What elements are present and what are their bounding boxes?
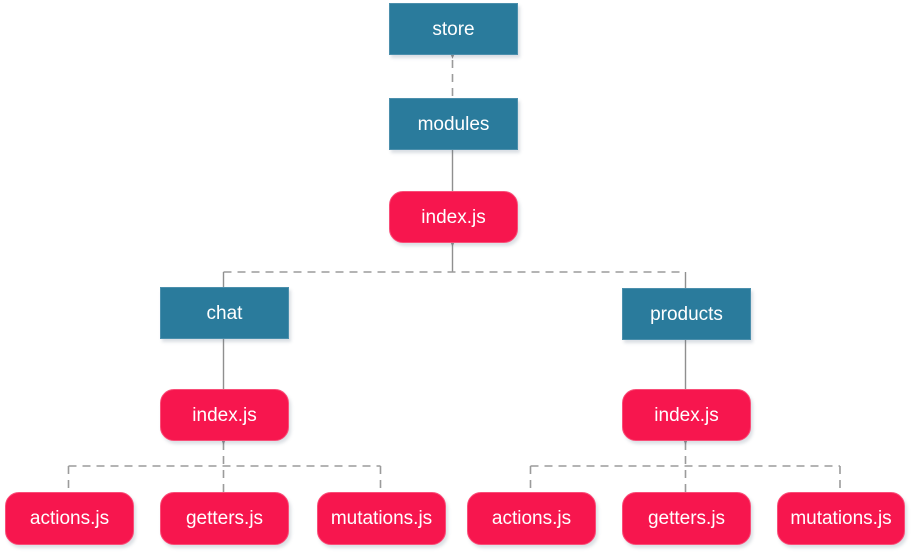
node-products-getters: getters.js: [622, 492, 751, 545]
node-chat-getters: getters.js: [160, 492, 289, 545]
node-modules: modules: [389, 98, 518, 150]
node-products: products: [622, 288, 751, 340]
node-products-index: index.js: [622, 389, 751, 441]
node-chat-actions: actions.js: [5, 492, 134, 545]
node-chat: chat: [160, 287, 289, 339]
node-products-mutations: mutations.js: [777, 492, 905, 545]
node-root-index: index.js: [389, 191, 518, 243]
node-products-actions: actions.js: [467, 492, 596, 545]
node-chat-mutations: mutations.js: [317, 492, 446, 545]
node-chat-index: index.js: [160, 389, 289, 441]
node-store: store: [389, 3, 518, 55]
